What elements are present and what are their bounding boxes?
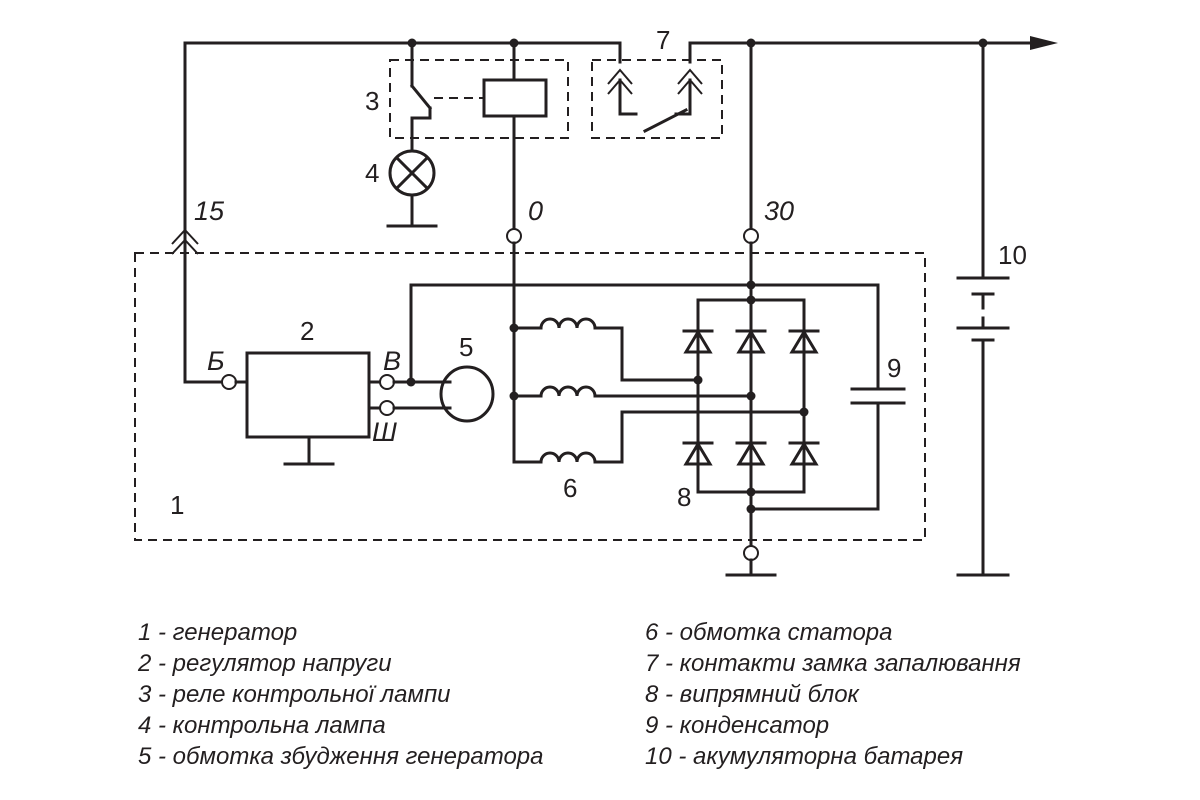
stator-windings <box>509 317 806 464</box>
label-terminal-sh: Ш <box>372 417 397 447</box>
capacitor <box>850 387 906 405</box>
label-terminal-v: В <box>383 346 401 376</box>
label-ignition-contacts: 7 <box>656 25 670 55</box>
rectifier-diode-upper-3 <box>788 329 820 354</box>
label-rectifier: 8 <box>677 482 691 512</box>
label-battery: 10 <box>998 240 1027 270</box>
top-wiring <box>183 36 1058 240</box>
legend: 1 - генератор 2 - регулятор напруги 3 - … <box>137 619 1021 770</box>
rectifier-diode-lower-2 <box>735 441 767 466</box>
terminal-15-connector <box>171 228 224 384</box>
voltage-regulator <box>221 351 395 466</box>
label-terminal-b: Б <box>207 346 225 376</box>
relay-and-lamp <box>386 41 569 230</box>
legend-item-6: 6 - обмотка статора <box>645 619 893 646</box>
legend-item-10: 10 - акумуляторна батарея <box>645 743 963 770</box>
rectifier-diode-lower-3 <box>788 441 820 466</box>
label-field-winding: 5 <box>459 332 473 362</box>
label-terminal-30: 30 <box>764 196 794 226</box>
field-winding <box>392 280 880 423</box>
legend-item-2: 2 - регулятор напруги <box>137 650 392 677</box>
rectifier-diode-upper-1 <box>682 329 714 354</box>
rectifier-diode-upper-2 <box>735 329 767 354</box>
legend-item-7: 7 - контакти замка запалювання <box>645 650 1021 677</box>
label-relay: 3 <box>365 86 379 116</box>
label-regulator: 2 <box>300 316 314 346</box>
generator-boundary <box>134 252 926 541</box>
rectifier-diode-lower-1 <box>682 441 714 466</box>
label-terminal-15: 15 <box>194 196 225 226</box>
generator-terminals <box>506 41 759 464</box>
legend-item-9: 9 - конденсатор <box>645 712 829 739</box>
battery <box>956 41 1010 577</box>
legend-item-1: 1 - генератор <box>138 619 297 646</box>
legend-item-5: 5 - обмотка збудження генератора <box>138 743 543 770</box>
label-lamp: 4 <box>365 158 379 188</box>
legend-item-4: 4 - контрольна лампа <box>138 712 386 739</box>
label-generator: 1 <box>170 490 184 520</box>
label-stator-winding: 6 <box>563 473 577 503</box>
rectifier-bridge <box>682 283 880 577</box>
legend-item-3: 3 - реле контрольної лампи <box>138 681 451 708</box>
legend-item-8: 8 - випрямний блок <box>645 681 861 708</box>
ignition-switch-contacts <box>591 59 723 139</box>
label-capacitor: 9 <box>887 353 901 383</box>
label-terminal-0: 0 <box>528 196 543 226</box>
